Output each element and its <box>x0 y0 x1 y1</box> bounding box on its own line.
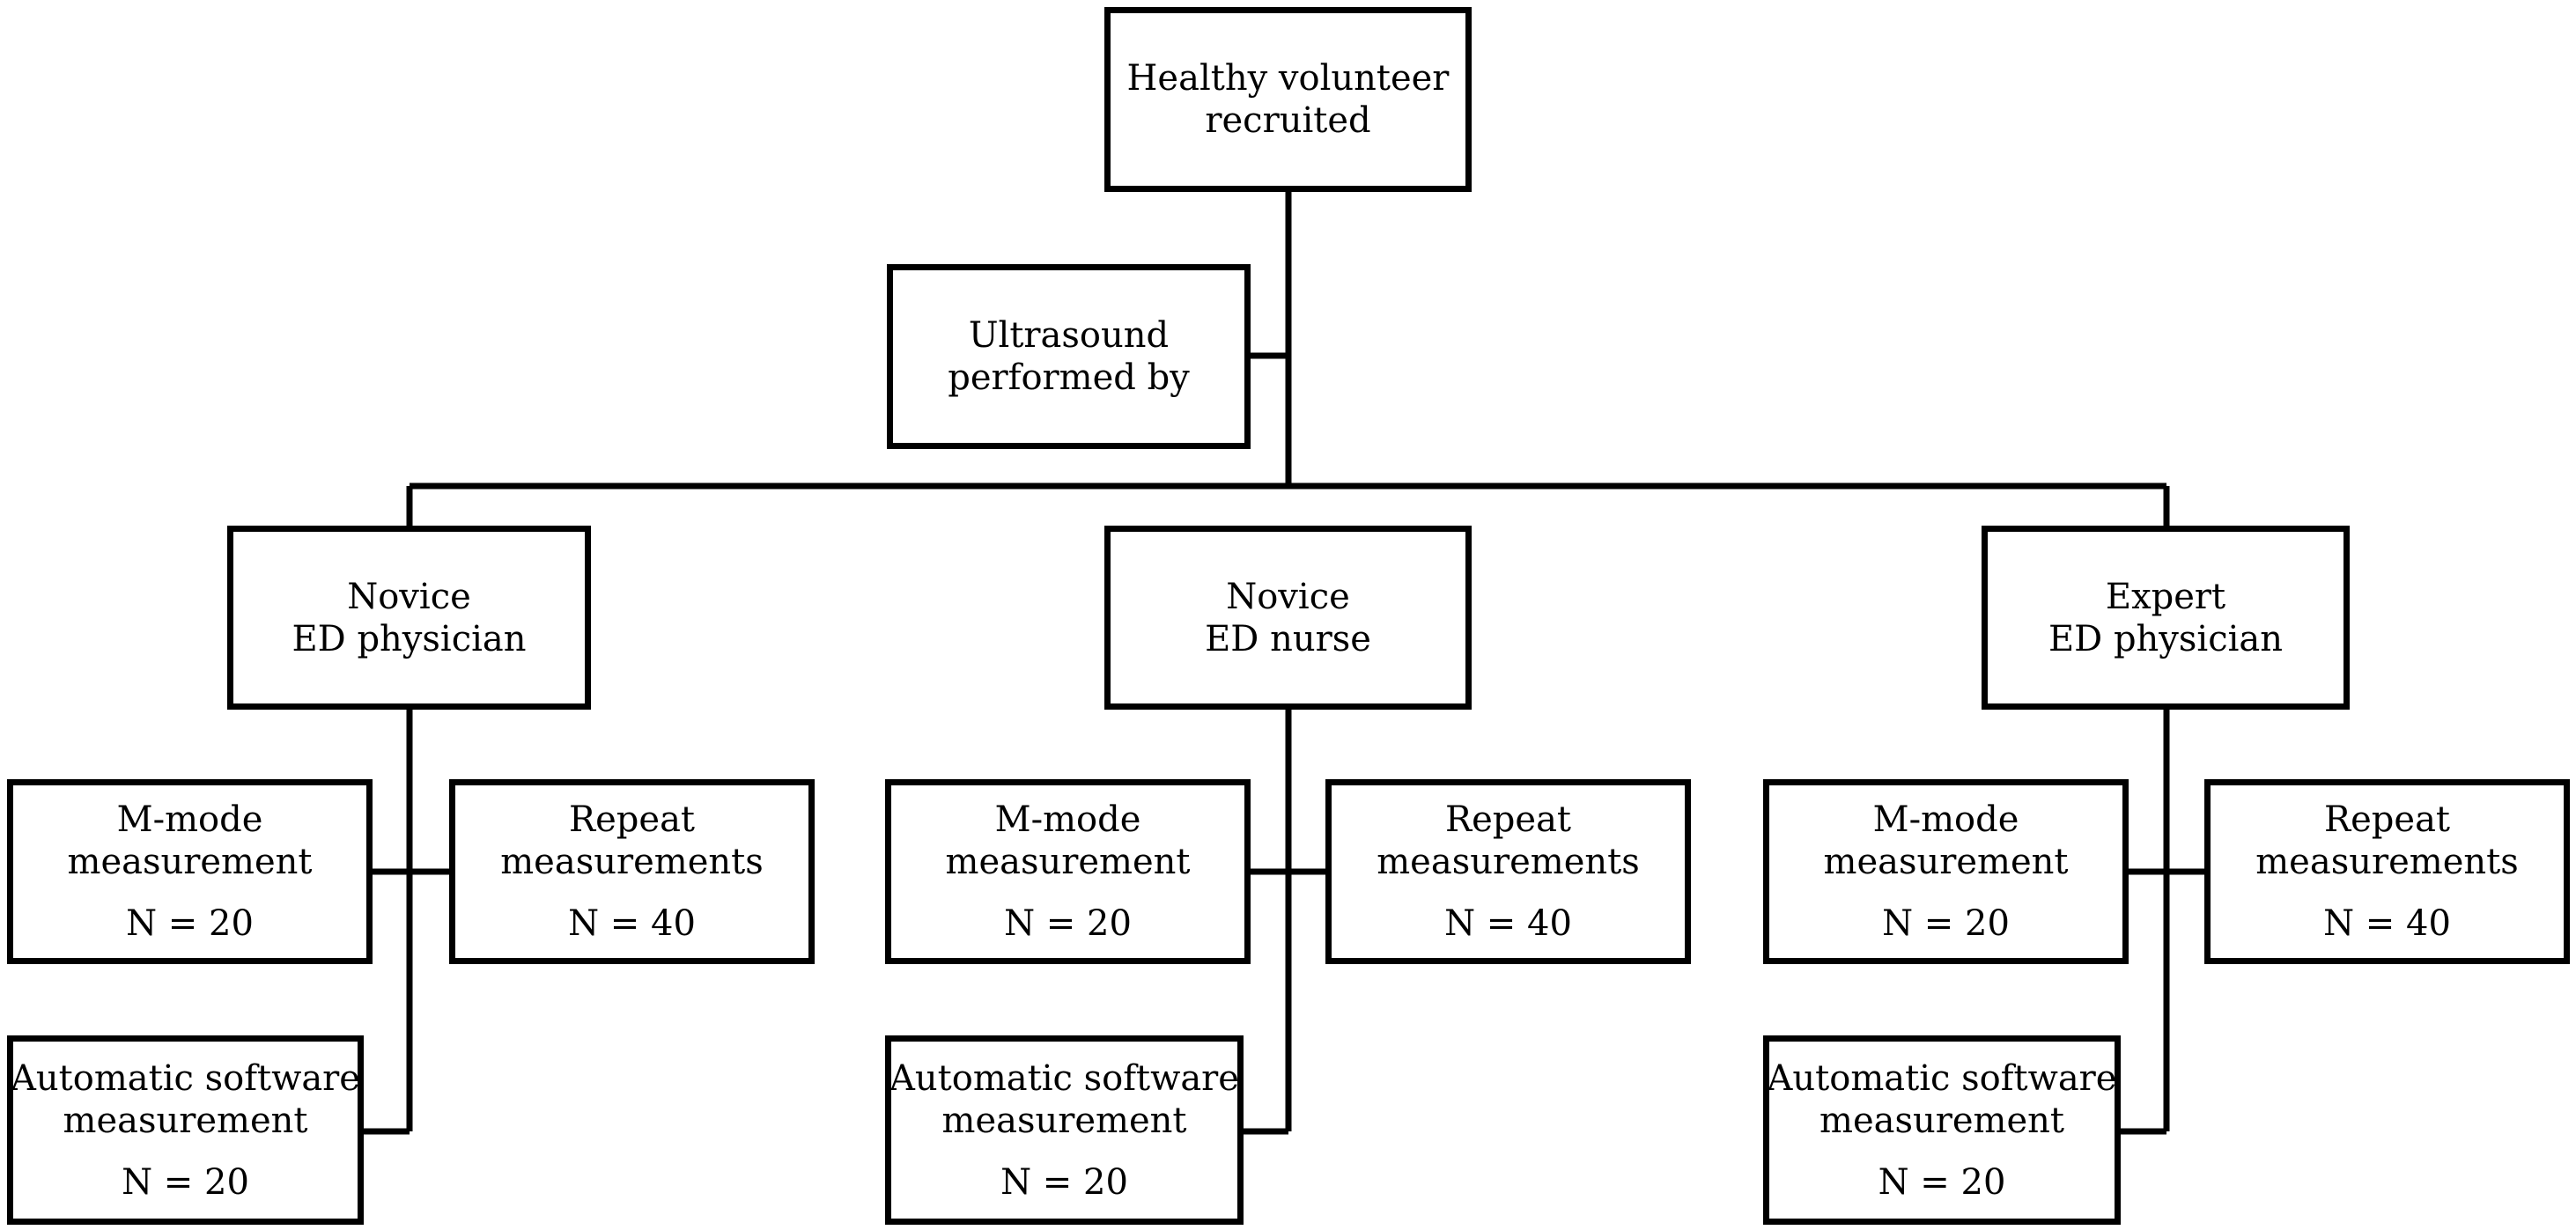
repeat-line2: measurements <box>1377 842 1640 882</box>
operator-box-expert-physician: Expert ED physician <box>1982 526 2350 710</box>
mmode-line2: measurement <box>1823 842 2069 882</box>
mmode-line1: M-mode <box>1872 799 2019 840</box>
auto-line1: Automatic software <box>889 1057 1239 1099</box>
operator-line2: ED physician <box>292 618 527 659</box>
mmode-line2: measurement <box>945 842 1191 882</box>
operator-line1: Novice <box>347 576 471 617</box>
repeat-box: Repeat measurements N = 40 <box>2204 779 2570 964</box>
operator-line2: ED nurse <box>1205 618 1371 659</box>
mmode-n: N = 20 <box>1882 903 2010 944</box>
repeat-line1: Repeat <box>569 799 695 840</box>
repeat-box: Repeat measurements N = 40 <box>1325 779 1691 964</box>
ultrasound-line2: performed by <box>948 357 1190 398</box>
repeat-line2: measurements <box>2255 842 2519 882</box>
auto-line2: measurement <box>63 1100 308 1141</box>
auto-box: Automatic software measurement N = 20 <box>7 1035 364 1225</box>
root-line1: Healthy volunteer <box>1126 58 1450 99</box>
root-box: Healthy volunteer recruited <box>1104 7 1472 192</box>
auto-n: N = 20 <box>1000 1161 1128 1203</box>
ultrasound-box: Ultrasound performed by <box>887 264 1251 449</box>
operator-box-novice-physician: Novice ED physician <box>227 526 591 710</box>
repeat-n: N = 40 <box>1444 903 1572 944</box>
mmode-line1: M-mode <box>116 799 263 840</box>
operator-line1: Novice <box>1226 576 1350 617</box>
auto-line1: Automatic software <box>11 1057 360 1099</box>
auto-box: Automatic software measurement N = 20 <box>885 1035 1244 1225</box>
repeat-line1: Repeat <box>1445 799 1571 840</box>
mmode-n: N = 20 <box>1004 903 1132 944</box>
mmode-box: M-mode measurement N = 20 <box>885 779 1251 964</box>
repeat-n: N = 40 <box>2323 903 2451 944</box>
mmode-n: N = 20 <box>126 903 254 944</box>
root-line2: recruited <box>1205 100 1371 141</box>
repeat-line2: measurements <box>500 842 764 882</box>
mmode-box: M-mode measurement N = 20 <box>7 779 373 964</box>
auto-box: Automatic software measurement N = 20 <box>1763 1035 2121 1225</box>
auto-n: N = 20 <box>122 1161 249 1203</box>
operator-line2: ED physician <box>2048 618 2284 659</box>
auto-line2: measurement <box>1819 1100 2064 1141</box>
repeat-line1: Repeat <box>2324 799 2450 840</box>
mmode-box: M-mode measurement N = 20 <box>1763 779 2129 964</box>
operator-line1: Expert <box>2105 576 2226 617</box>
auto-n: N = 20 <box>1878 1161 2006 1203</box>
auto-line1: Automatic software <box>1767 1057 2117 1099</box>
mmode-line2: measurement <box>67 842 313 882</box>
operator-box-novice-nurse: Novice ED nurse <box>1104 526 1472 710</box>
mmode-line1: M-mode <box>994 799 1141 840</box>
ultrasound-line1: Ultrasound <box>968 315 1170 356</box>
repeat-n: N = 40 <box>568 903 696 944</box>
auto-line2: measurement <box>941 1100 1187 1141</box>
repeat-box: Repeat measurements N = 40 <box>449 779 815 964</box>
